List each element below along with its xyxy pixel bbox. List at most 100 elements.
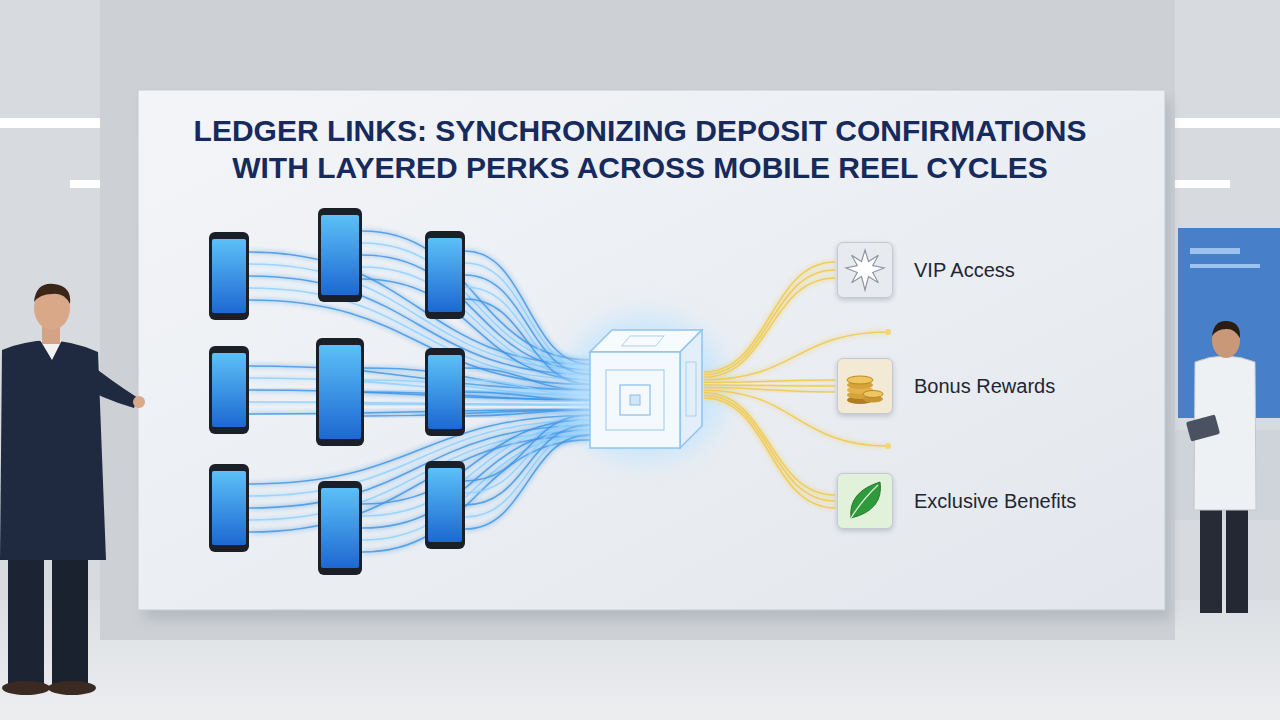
person-hand (133, 396, 145, 408)
data-flow-line (195, 389, 209, 391)
data-flow-line (195, 399, 209, 401)
data-flow-line (465, 425, 590, 505)
perk-item: Bonus Rewards (837, 358, 1137, 414)
data-flow-line (364, 410, 590, 416)
ledger-cube (565, 316, 725, 460)
data-flow-line (465, 251, 590, 364)
screen-detail (1190, 248, 1240, 254)
coin-icon (847, 391, 873, 399)
data-flow-line (249, 252, 590, 364)
phone-icon (318, 208, 362, 302)
data-flow-line (465, 415, 590, 481)
coin-icon (863, 396, 883, 403)
person-leg (52, 545, 88, 685)
perk-flow-line (704, 262, 835, 372)
perk-flow-line (704, 385, 835, 386)
leaf-icon (851, 482, 881, 518)
phone-body (425, 461, 465, 549)
data-flow-line (249, 402, 590, 405)
flow-end-dot (885, 329, 891, 335)
data-flow-line (195, 275, 209, 277)
circuit-pattern (622, 336, 664, 346)
data-flow-line (249, 390, 590, 400)
data-flow-line (362, 440, 590, 552)
phone-screen (212, 353, 246, 427)
coin-icon (847, 376, 873, 384)
presentation-board (138, 90, 1165, 610)
perk-flow-line (704, 270, 835, 375)
phone-screen (428, 468, 462, 542)
phone-body (425, 348, 465, 436)
data-flow-line (362, 231, 590, 360)
ceiling-light (1175, 180, 1230, 188)
cube-front (590, 352, 680, 448)
person-hair (1212, 321, 1240, 338)
coin-icon (847, 396, 873, 404)
perk-item: VIP Access (837, 242, 1137, 298)
phone-screen (428, 355, 462, 429)
data-flow-line (465, 430, 590, 517)
data-flow-line (195, 265, 209, 267)
phone-body (209, 232, 249, 320)
phone-screen (321, 488, 359, 568)
phone-screen (212, 471, 246, 545)
phone-icon (209, 346, 249, 434)
phone-icon (425, 461, 465, 549)
leaf-vein (851, 485, 878, 518)
phone-body (318, 208, 362, 302)
screen-detail (1190, 264, 1260, 268)
diagram-title: LEDGER LINKS: SYNCHRONIZING DEPOSIT CONF… (160, 112, 1120, 186)
cube-glow (565, 316, 725, 460)
data-flow-line (362, 435, 590, 540)
perk-label: VIP Access (914, 259, 1015, 282)
phone-body (209, 346, 249, 434)
phone-body (209, 464, 249, 552)
data-flow-line (195, 507, 209, 509)
ceiling-light (0, 118, 100, 128)
person-leg (1200, 505, 1222, 613)
perk-flow-line (704, 278, 835, 377)
circuit-pattern (606, 370, 664, 430)
person-leg (8, 545, 44, 685)
flow-end-dot (885, 443, 891, 449)
perk-label: Exclusive Benefits (914, 490, 1076, 513)
phone-icon (316, 338, 364, 446)
circuit-core (630, 395, 640, 405)
perk-flow-line (704, 393, 835, 495)
data-flow-line (362, 243, 590, 365)
data-flow-line (195, 517, 209, 519)
phone-icon (318, 481, 362, 575)
coin-icon (847, 381, 873, 389)
perk-flow-line (704, 395, 835, 501)
data-flow-line (362, 255, 590, 370)
person-hair (34, 284, 70, 304)
phone-screen (321, 215, 359, 295)
data-flow-line (195, 285, 209, 287)
person-tablet (1186, 414, 1220, 441)
ceiling-light (70, 180, 100, 188)
phone-screen (428, 238, 462, 312)
perk-label: Bonus Rewards (914, 375, 1055, 398)
person-shoe (2, 681, 50, 695)
icon-box (837, 358, 893, 414)
phone-body (425, 231, 465, 319)
phone-icon (425, 231, 465, 319)
phone-icon (209, 464, 249, 552)
phone-icon (425, 348, 465, 436)
circuit-pattern (686, 362, 696, 416)
perk-flow-line (704, 380, 835, 382)
cube-side (680, 330, 702, 448)
circuit-chip (620, 385, 650, 415)
phone-screen (212, 239, 246, 313)
data-flow-line (362, 420, 590, 504)
star-icon (846, 250, 884, 290)
coin-icon (847, 386, 873, 394)
icon-box (837, 242, 893, 298)
perk-item: Exclusive Benefits (837, 473, 1137, 529)
data-flow-line (364, 404, 590, 405)
phone-icon (209, 232, 249, 320)
data-flow-line (195, 497, 209, 499)
person-leg (1226, 505, 1248, 613)
coin-icon (863, 391, 883, 398)
